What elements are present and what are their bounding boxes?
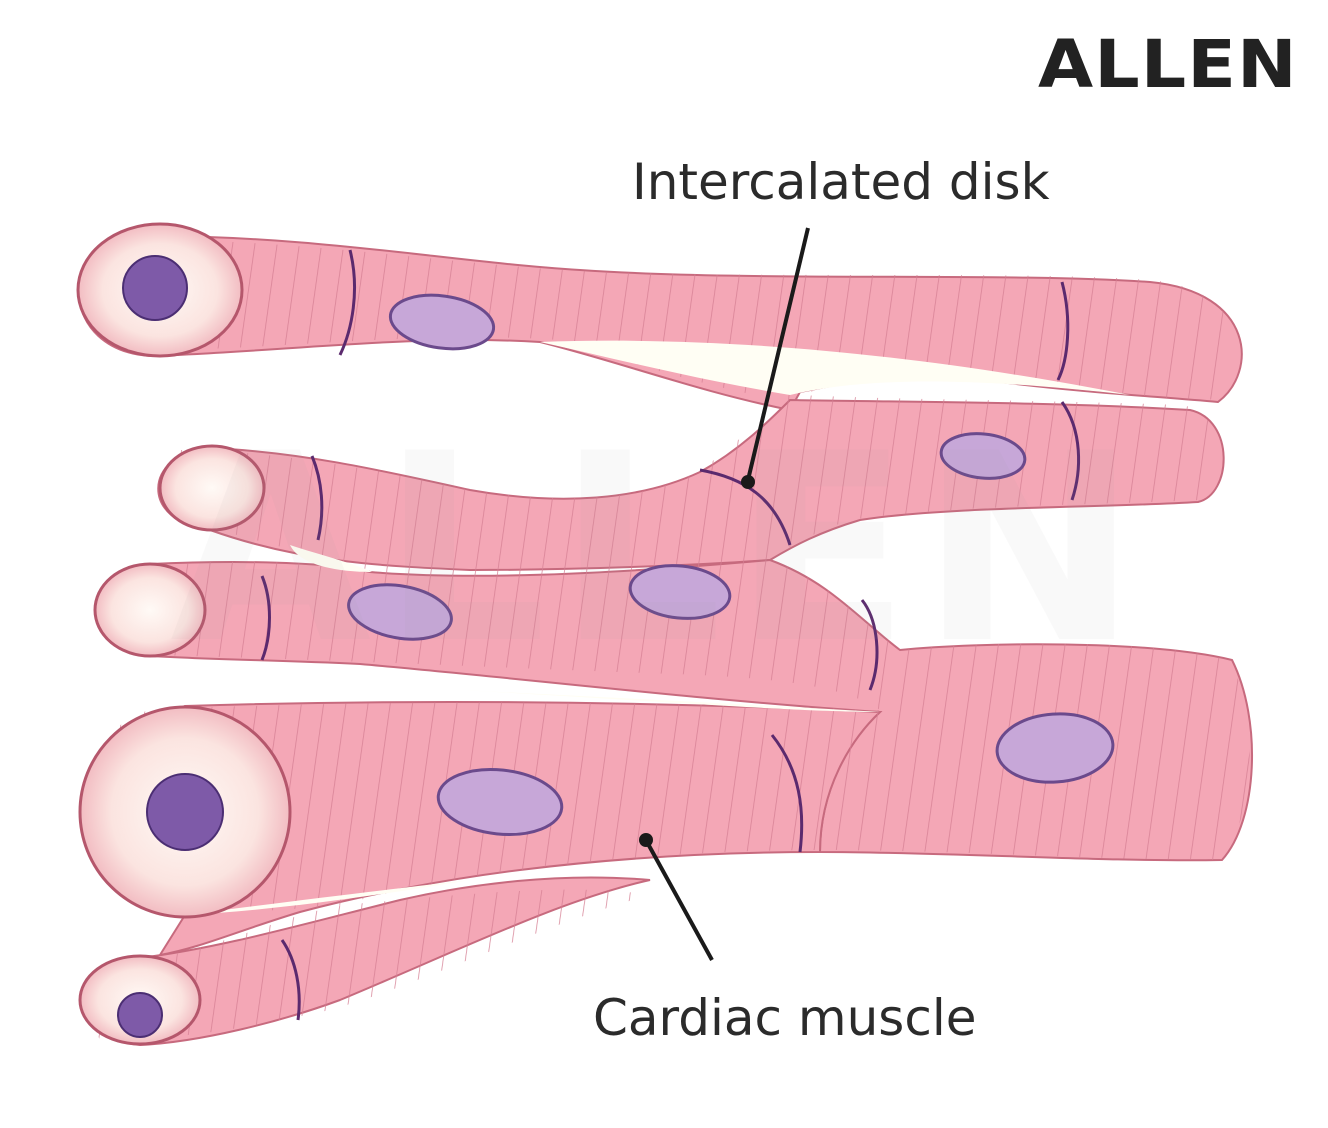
label-cardiac-muscle: Cardiac muscle — [593, 989, 977, 1047]
disk-line — [280, 939, 301, 1021]
nucleus — [939, 432, 1027, 480]
disk-line — [338, 249, 356, 356]
intercalated-disks — [260, 249, 1080, 1021]
disk-line — [860, 599, 879, 691]
nuclei-elongated — [347, 293, 1115, 836]
disk-line — [310, 455, 324, 541]
cleft-bottom — [185, 880, 470, 915]
cleft-top — [540, 340, 1130, 395]
nucleus — [436, 768, 564, 836]
disk-line — [699, 468, 792, 546]
pointer-cardiac-muscle — [645, 841, 714, 961]
nucleus — [117, 992, 163, 1038]
cross-section-middle-lower — [93, 562, 207, 658]
cleft-middle — [290, 545, 372, 572]
pointer-intercalated-disk — [746, 227, 810, 481]
nucleus — [995, 712, 1115, 784]
disk-line — [770, 734, 804, 853]
nucleus — [347, 583, 453, 641]
cleft-lower — [460, 690, 880, 712]
label-pointers — [639, 227, 810, 961]
disk-line — [1060, 401, 1080, 501]
nuclei — [117, 255, 224, 1038]
pointer-dot-cardiac-muscle — [639, 833, 653, 847]
allen-logo: ALLEN — [1038, 26, 1298, 103]
cross-section-middle-upper — [158, 444, 266, 532]
pointer-dot-intercalated-disk — [741, 475, 755, 489]
nucleus — [146, 773, 224, 851]
disk-line — [1056, 281, 1070, 381]
nucleus — [628, 564, 732, 620]
label-intercalated-disk: Intercalated disk — [632, 153, 1050, 211]
nucleus — [122, 255, 188, 321]
nucleus — [388, 293, 496, 351]
disk-line — [260, 575, 271, 661]
